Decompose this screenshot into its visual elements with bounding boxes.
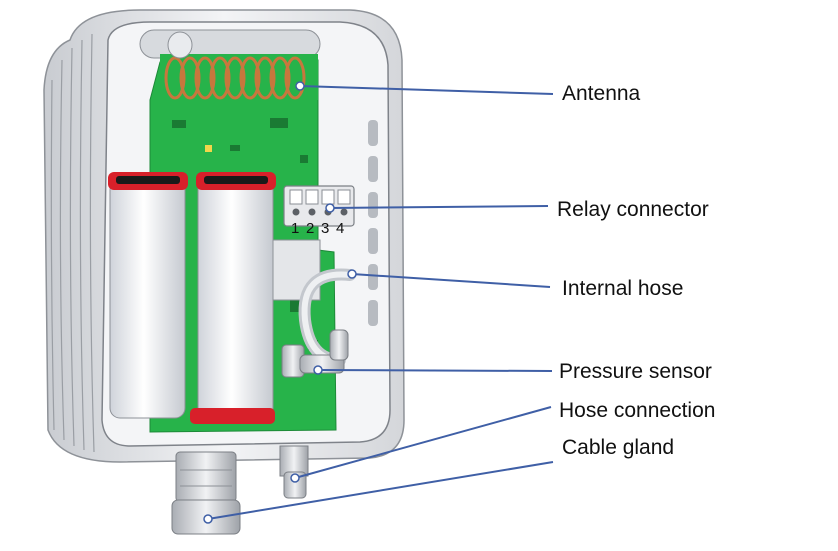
battery-right	[190, 172, 276, 424]
leader-line-hose-connection	[294, 406, 552, 479]
hose-connection	[279, 445, 309, 499]
relay-terminal-label: 1	[291, 220, 299, 237]
leader-line-antenna	[299, 85, 554, 95]
leader-line-cable-gland	[207, 461, 554, 520]
pressure-sensor	[281, 329, 349, 378]
battery-left	[108, 172, 188, 419]
wall-slots	[368, 120, 378, 326]
callout-hose-connection: Hose connection	[559, 399, 715, 422]
relay-connector: 1 2 3 4	[283, 185, 355, 237]
leader-line-relay-connector	[329, 205, 549, 209]
relay-terminal-label: 4	[336, 220, 344, 237]
callout-pressure-sensor: Pressure sensor	[559, 360, 712, 383]
leader-lines	[207, 85, 554, 520]
relay-terminal-label: 2	[306, 220, 314, 237]
cable-gland	[171, 451, 241, 535]
callout-antenna: Antenna	[562, 82, 641, 105]
callout-internal-hose: Internal hose	[562, 277, 683, 300]
leader-line-internal-hose	[351, 273, 551, 288]
callout-cable-gland: Cable gland	[562, 436, 674, 459]
callout-relay-connector: Relay connector	[557, 198, 709, 221]
leader-endpoints	[203, 81, 357, 524]
leader-line-pressure-sensor	[317, 369, 553, 372]
antenna-coil	[139, 29, 321, 100]
relay-terminal-label: 3	[321, 220, 329, 237]
cooling-fins	[50, 33, 95, 453]
